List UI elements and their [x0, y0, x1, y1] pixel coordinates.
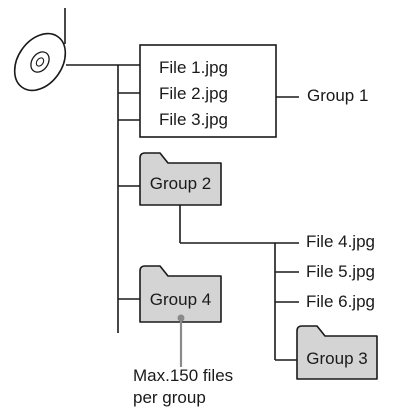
- group4-folder-label: Group 4: [149, 290, 212, 309]
- file-label: File 4.jpg: [306, 232, 375, 251]
- folder-icon-group2: [139, 152, 222, 206]
- file-label: File 1.jpg: [159, 58, 228, 77]
- folder-icon-group3: [296, 325, 378, 380]
- files-box: [139, 44, 277, 138]
- file-label: File 5.jpg: [306, 262, 375, 281]
- max-files-note-line1: Max.150 files: [133, 366, 234, 385]
- disc-icon: [13, 32, 67, 92]
- group3-folder-label: Group 3: [306, 349, 368, 368]
- max-files-note-line2: per group: [133, 388, 206, 407]
- file-label: File 6.jpg: [306, 292, 375, 311]
- group1-label: Group 1: [307, 86, 369, 105]
- folder-icon-group4: [139, 265, 222, 323]
- group2-folder-label: Group 2: [149, 174, 212, 193]
- file-label: File 3.jpg: [159, 110, 228, 129]
- file-label: File 2.jpg: [159, 84, 228, 103]
- note-callout-dot: [177, 314, 185, 322]
